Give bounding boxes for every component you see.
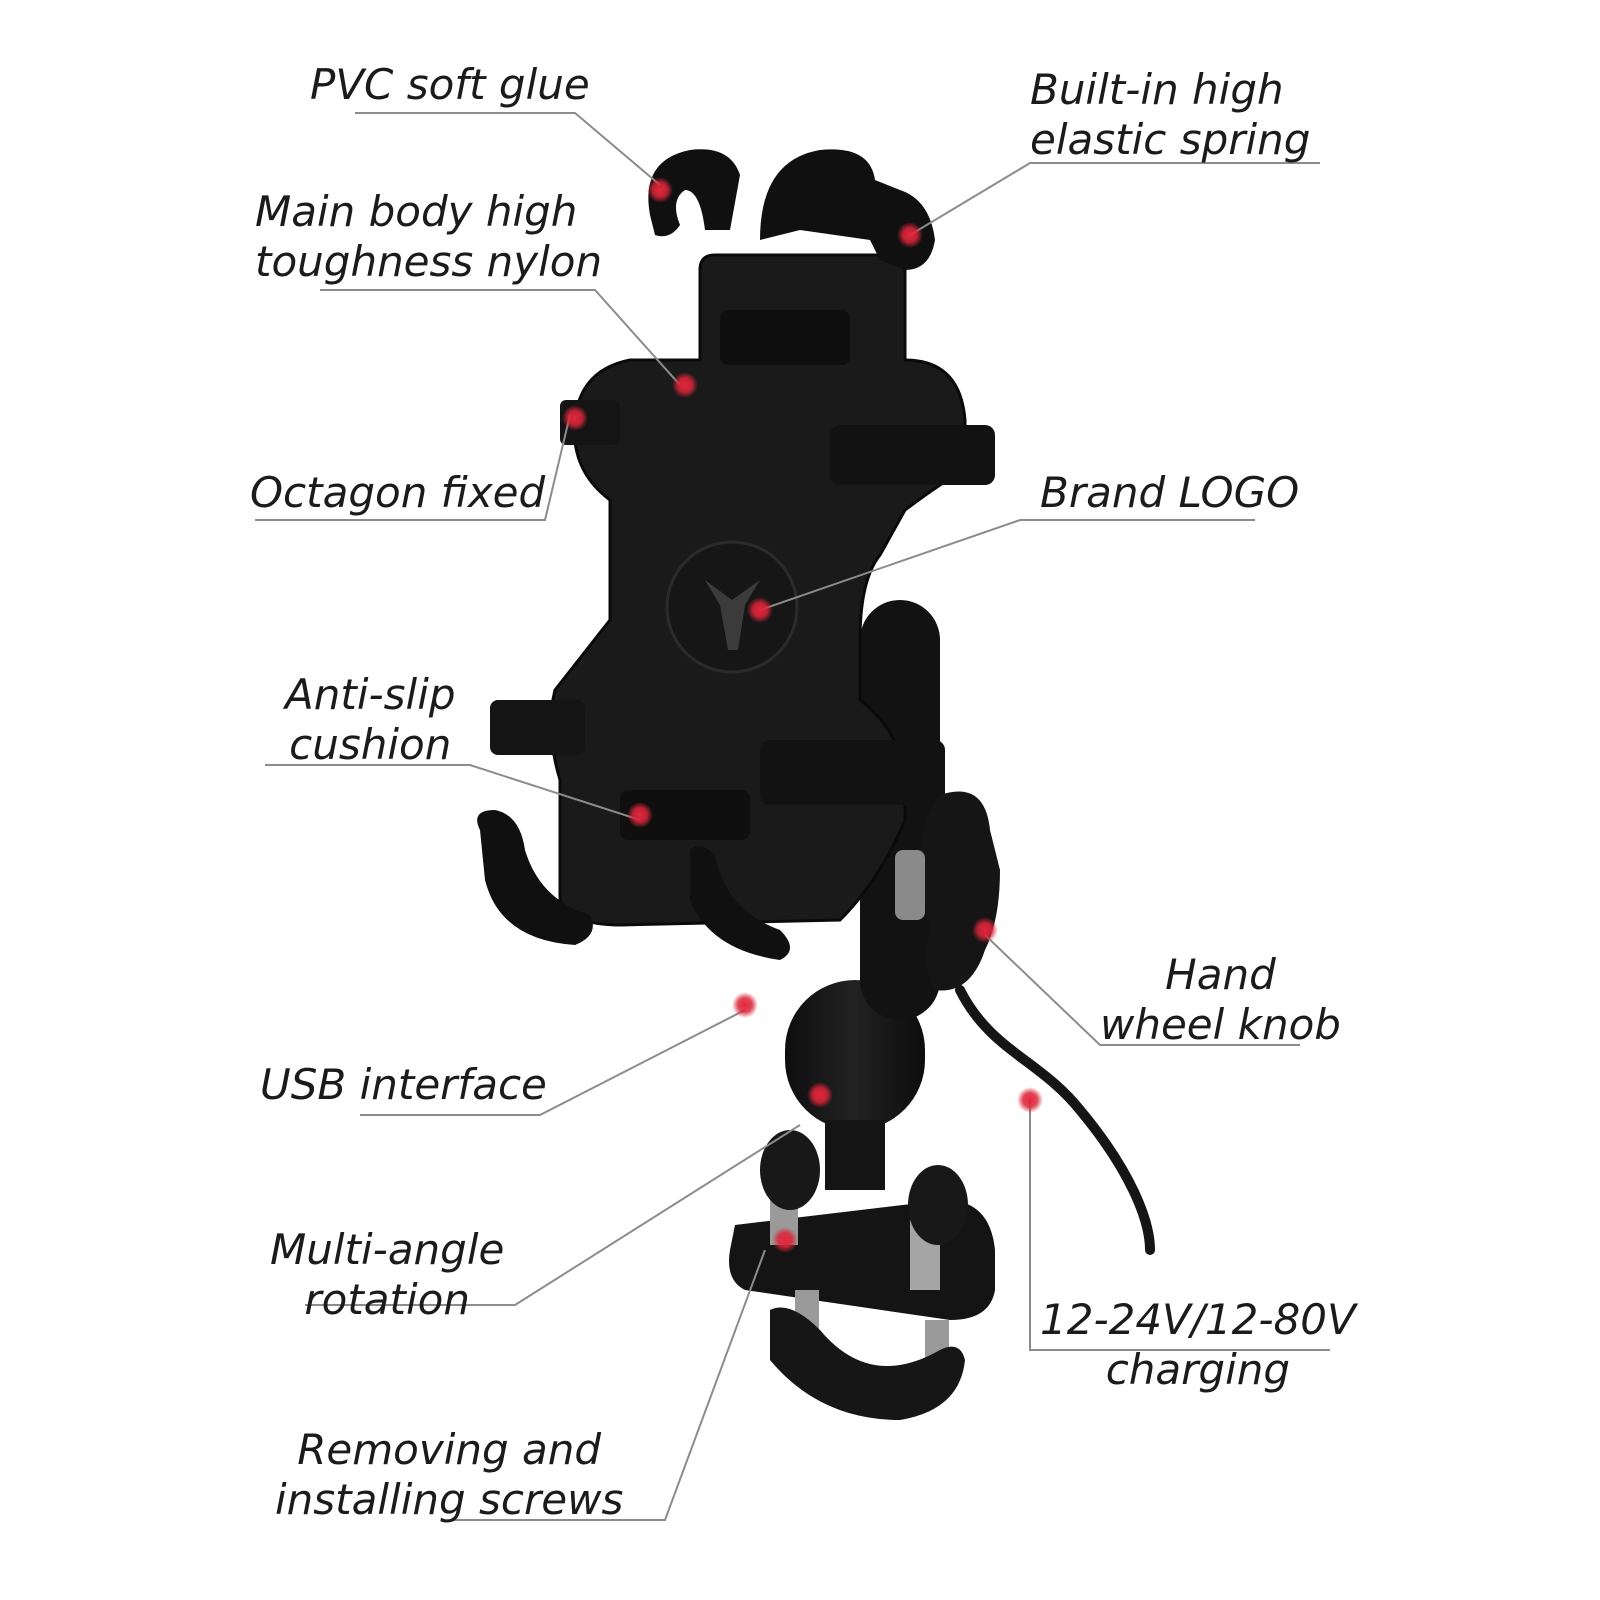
knob-washer — [895, 850, 925, 920]
hand-wheel-knob — [919, 791, 1000, 991]
marker-octagon — [562, 405, 588, 431]
label-text-2: wheel knob — [1100, 1000, 1341, 1049]
arm-neck — [825, 1120, 885, 1190]
label-brand-logo: Brand LOGO — [1040, 468, 1299, 518]
side-arm-lower-right — [760, 740, 945, 805]
screw-cap-right — [908, 1165, 968, 1245]
label-text-2: charging — [1105, 1345, 1291, 1394]
side-arm-upper-right — [830, 425, 995, 485]
screw-cap-left — [760, 1130, 820, 1210]
brand-logo-icon — [705, 580, 760, 650]
label-text-1: Main body high — [255, 187, 578, 236]
label-removing-installing-screws: Removing and installing screws — [275, 1425, 623, 1525]
bottom-claw-left — [477, 810, 593, 945]
marker-logo — [747, 597, 773, 623]
label-text-1: Anti-slip — [285, 670, 456, 719]
marker-nylon — [672, 372, 698, 398]
bottom-grip-pad — [620, 790, 750, 840]
marker-knob — [972, 917, 998, 943]
leader-usb — [360, 1009, 746, 1116]
marker-cushion — [627, 802, 653, 828]
label-text: Octagon fixed — [250, 468, 546, 517]
label-text-2: toughness nylon — [255, 237, 603, 286]
label-text-1: 12-24V/12-80V — [1040, 1295, 1356, 1344]
leader-screws — [450, 1249, 766, 1521]
label-anti-slip-cushion: Anti-slip cushion — [285, 670, 456, 770]
leader-knob — [984, 934, 1300, 1046]
marker-screws — [772, 1227, 798, 1253]
marker-charging — [1017, 1087, 1043, 1113]
marker-rotation — [807, 1082, 833, 1108]
marker-usb — [732, 992, 758, 1018]
label-text-1: Removing and — [297, 1425, 602, 1474]
label-nylon-body: Main body high toughness nylon — [255, 187, 602, 287]
leader-charging — [1029, 1100, 1330, 1351]
side-arm-lower-left — [490, 700, 585, 755]
marker-pvc — [647, 177, 673, 203]
leader-lines — [255, 112, 1330, 1521]
label-octagon-fixed: Octagon fixed — [250, 468, 545, 518]
label-text: Brand LOGO — [1040, 468, 1300, 517]
label-multi-angle-rotation: Multi-angle rotation — [270, 1225, 504, 1325]
leader-spring — [909, 162, 1320, 236]
label-elastic-spring: Built-in high elastic spring — [1030, 65, 1310, 165]
leader-octagon — [255, 414, 571, 521]
label-text: PVC soft glue — [310, 60, 590, 109]
leader-rotation — [305, 1124, 801, 1306]
leader-pvc — [355, 112, 661, 186]
label-hand-wheel-knob: Hand wheel knob — [1100, 950, 1341, 1050]
label-text-2: rotation — [304, 1275, 470, 1324]
label-charging-voltage: 12-24V/12-80V charging — [1040, 1295, 1356, 1395]
label-text-1: Hand — [1165, 950, 1276, 999]
label-text-1: Multi-angle — [270, 1225, 505, 1274]
label-text: USB interface — [260, 1060, 547, 1109]
marker-dots — [562, 177, 1043, 1253]
label-pvc-soft-glue: PVC soft glue — [310, 60, 590, 110]
u-clamp — [770, 1307, 965, 1420]
leader-logo — [759, 519, 1255, 611]
charging-cable — [955, 985, 1155, 1255]
top-claw-left — [648, 149, 740, 237]
bottom-claw-right — [690, 846, 790, 960]
label-text-2: cushion — [289, 720, 452, 769]
label-usb-interface: USB interface — [260, 1060, 547, 1110]
leader-nylon — [320, 289, 681, 386]
leader-cushion — [265, 764, 641, 821]
label-text-2: installing screws — [275, 1475, 624, 1524]
label-text-2: elastic spring — [1030, 115, 1311, 164]
top-claw-right — [760, 149, 935, 270]
top-grip-pad — [720, 310, 850, 365]
phone-holder-illustration — [477, 149, 1155, 1420]
marker-spring — [897, 222, 923, 248]
label-text-1: Built-in high — [1030, 65, 1284, 114]
